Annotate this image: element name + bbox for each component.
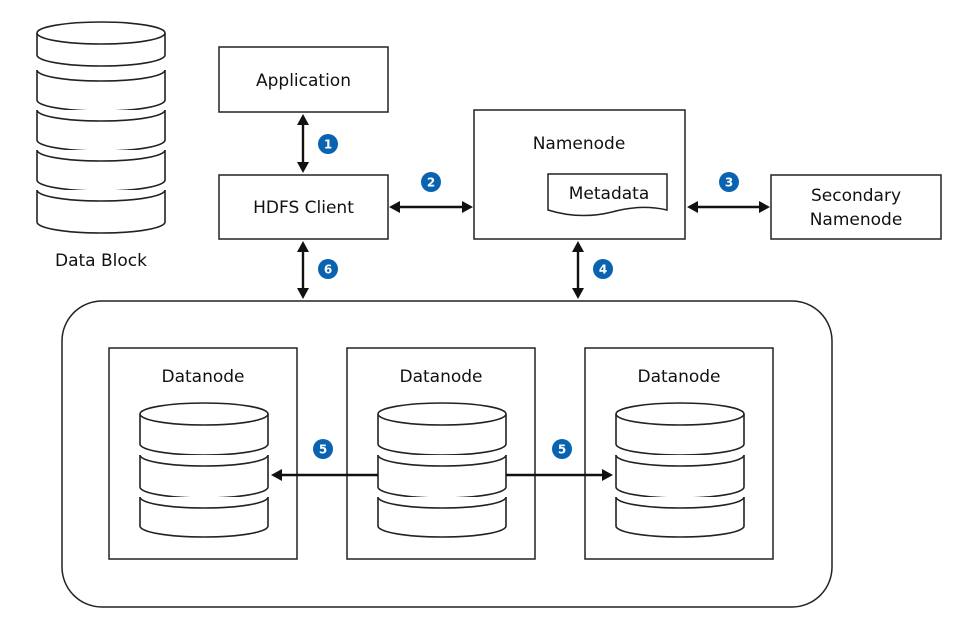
application-label: Application [256, 71, 351, 91]
arrow-namenode-secondary-namenode [687, 201, 770, 213]
datanode-1-disk-stack [139, 402, 269, 538]
metadata-label: Metadata [569, 184, 650, 204]
step-badge-5-right: 5 [552, 439, 572, 459]
svg-text:6: 6 [324, 263, 332, 277]
svg-text:3: 3 [725, 176, 733, 190]
hdfs-client-box [218, 174, 389, 240]
svg-text:5: 5 [319, 443, 327, 457]
step-badge-6: 6 [318, 259, 338, 279]
arrow-datanode2-to-datanode1 [271, 469, 378, 481]
svg-text:5: 5 [558, 443, 566, 457]
svg-text:1: 1 [324, 138, 332, 152]
arrow-namenode-datanodes [572, 241, 584, 299]
arrow-datanode2-to-datanode3 [506, 469, 613, 481]
step-badge-4: 4 [593, 259, 613, 279]
step-badge-1: 1 [318, 134, 338, 154]
step-badge-3: 3 [719, 172, 739, 192]
data-block-disk [36, 69, 166, 112]
metadata-document [547, 173, 668, 217]
datanode-label-3: Datanode [637, 367, 720, 387]
arrow-hdfs-client-namenode [389, 201, 473, 213]
secondary-namenode-box [770, 174, 942, 240]
application-box [218, 46, 389, 113]
secondary-namenode-label-line1: Secondary [811, 186, 901, 206]
svg-text:2: 2 [427, 176, 435, 190]
svg-text:4: 4 [599, 263, 607, 277]
datanode-label-1: Datanode [161, 367, 244, 387]
step-badge-2: 2 [421, 172, 441, 192]
arrow-application-hdfs-client [297, 114, 309, 173]
hdfs-client-label: HDFS Client [253, 198, 354, 218]
data-block-disk [36, 149, 166, 192]
data-block-label: Data Block [55, 251, 147, 271]
data-block-stack: Data Block [36, 21, 166, 271]
datanode-2-disk-stack [377, 402, 507, 538]
datanode-label-2: Datanode [399, 367, 482, 387]
data-block-disk [36, 189, 166, 234]
data-block-disk [36, 21, 166, 67]
step-badge-5-left: 5 [313, 439, 333, 459]
namenode-label: Namenode [533, 134, 626, 154]
datanode-3-disk-stack [615, 402, 745, 538]
secondary-namenode-label-line2: Namenode [810, 210, 903, 230]
data-block-disk [36, 109, 166, 152]
arrow-hdfs-client-datanodes [297, 241, 309, 299]
